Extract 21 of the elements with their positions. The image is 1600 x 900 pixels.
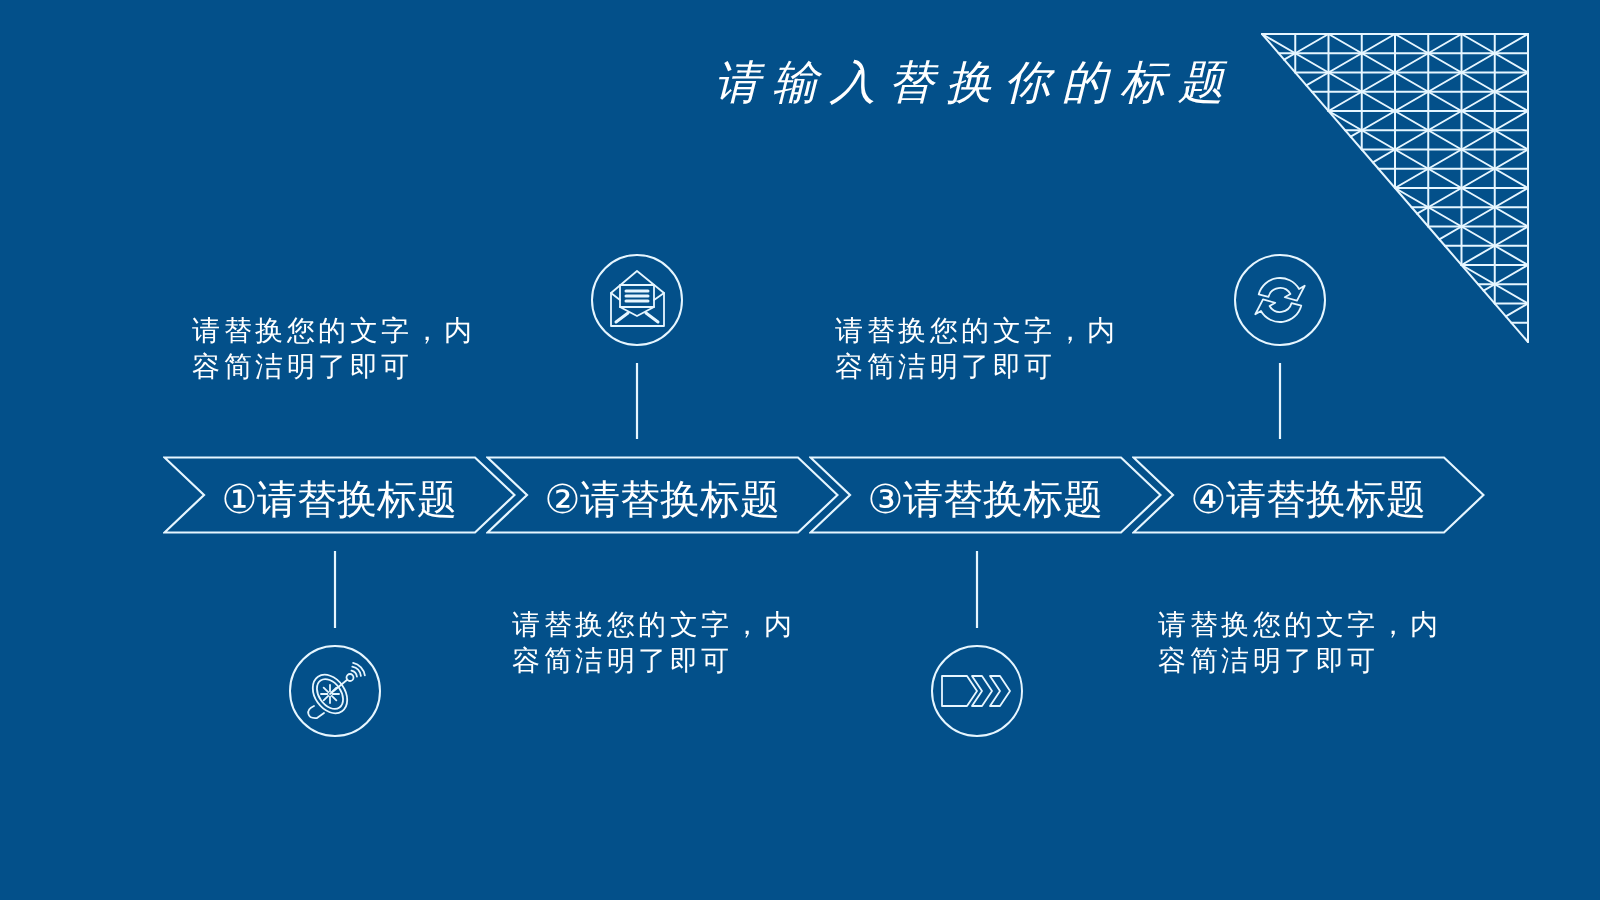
step-title: ②请替换标题 bbox=[544, 476, 781, 522]
connector-line bbox=[975, 551, 979, 628]
chevron-banner bbox=[163, 456, 516, 534]
description-text: 请替换您的文字，内容简洁明了即可 bbox=[192, 313, 477, 385]
description-text: 请替换您的文字，内容简洁明了即可 bbox=[512, 607, 797, 679]
step-title: ③请替换标题 bbox=[867, 476, 1104, 522]
chevron-banner bbox=[1132, 456, 1485, 534]
icon-circle bbox=[931, 645, 1023, 737]
description-text: 请替换您的文字，内容简洁明了即可 bbox=[835, 313, 1120, 385]
connector-line bbox=[1278, 363, 1282, 439]
connector-line bbox=[635, 363, 639, 439]
connector-line bbox=[333, 551, 337, 628]
step-title: ④请替换标题 bbox=[1190, 476, 1427, 522]
description-text: 请替换您的文字，内容简洁明了即可 bbox=[1158, 607, 1443, 679]
chevron-banner bbox=[809, 456, 1162, 534]
icon-circle bbox=[1234, 254, 1326, 346]
step-title: ①请替换标题 bbox=[221, 476, 458, 522]
icon-circle bbox=[289, 645, 381, 737]
chevron-banner bbox=[486, 456, 839, 534]
slide-title: 请输入替换你的标题 bbox=[714, 56, 1236, 108]
icon-circle bbox=[591, 254, 683, 346]
